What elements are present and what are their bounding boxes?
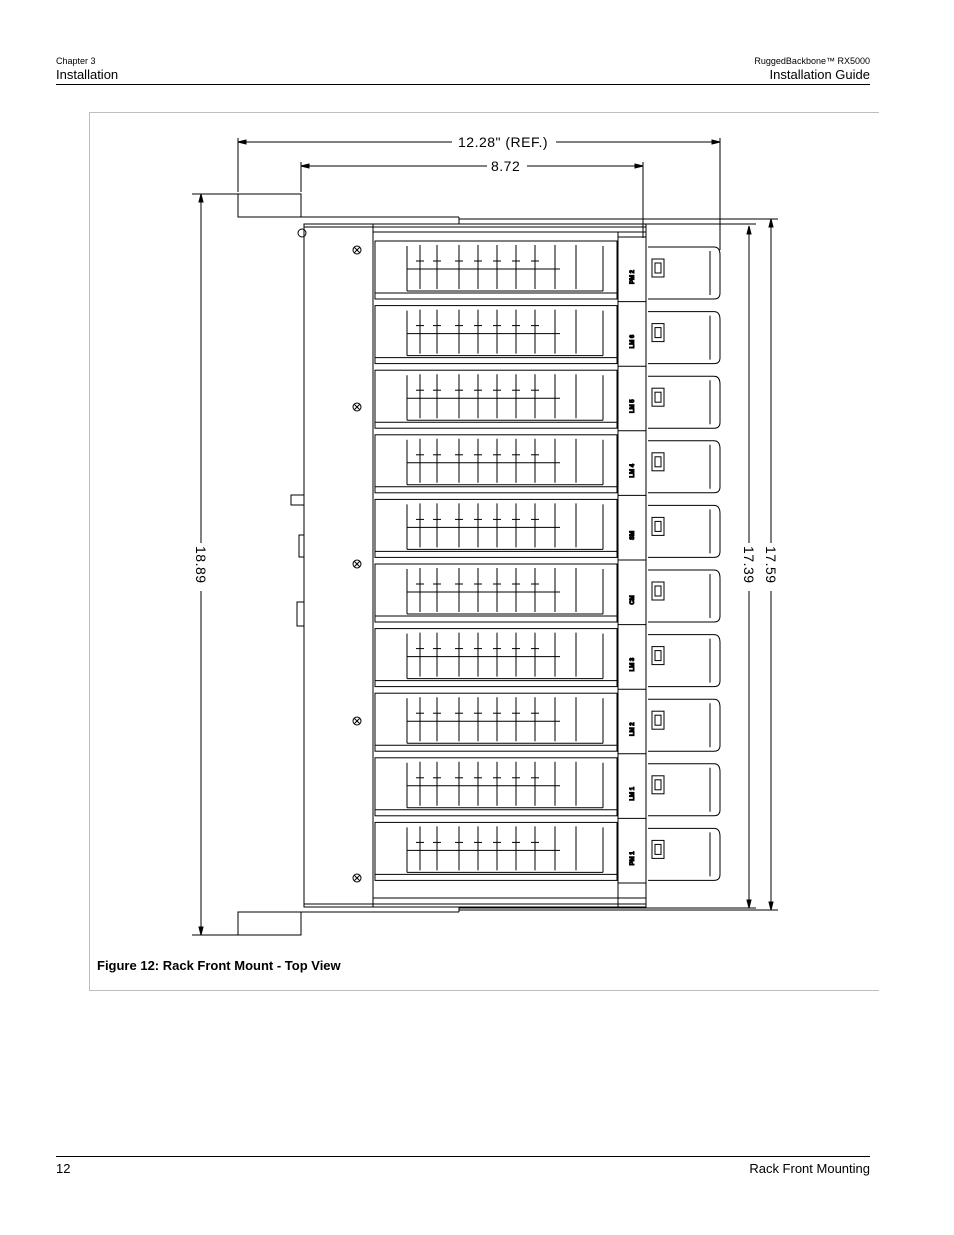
slot-label: LM 1: [630, 786, 636, 800]
header-chapter: Chapter 3: [56, 56, 96, 66]
header-guide: Installation Guide: [769, 67, 870, 82]
slot-module: LM 6: [374, 305, 721, 368]
slot-label: LM 6: [630, 334, 636, 348]
figure-caption: Figure 12: Rack Front Mount - Top View: [97, 958, 341, 973]
mount-ear-bottom: [237, 911, 302, 936]
chassis-body: [303, 223, 647, 908]
footer-rule: [56, 1156, 870, 1157]
slot-label: SM: [630, 531, 636, 540]
footer-page-number: 12: [56, 1161, 71, 1176]
header-section: Installation: [56, 67, 119, 82]
slot-module: CM: [374, 563, 721, 626]
dim-width-ref: 12.28" (REF.): [458, 134, 548, 150]
slot-module: LM 1: [374, 757, 721, 820]
screw-column: [352, 245, 362, 883]
slot-label: LM 4: [630, 463, 636, 477]
slot-module: PM 2: [374, 240, 721, 303]
header-product: RuggedBackbone™ RX5000: [754, 56, 870, 66]
footer-topic: Rack Front Mounting: [749, 1161, 870, 1176]
slot-label: CM: [630, 595, 636, 604]
slot-label: LM 3: [630, 657, 636, 671]
slot-module: SM: [374, 498, 721, 562]
figure-frame: [89, 112, 879, 991]
slot-module: LM 2: [374, 692, 721, 756]
slot-label: PM 1: [630, 851, 636, 866]
dim-inner-width: 8.72: [491, 158, 520, 174]
slot-label: LM 2: [630, 722, 636, 736]
slot-module: LM 3: [374, 628, 721, 691]
slot-module: LM 4: [374, 434, 721, 497]
slot-module: LM 5: [374, 369, 721, 433]
dim-depth-b: 17.59: [763, 546, 779, 584]
mount-ear-top: [237, 193, 302, 218]
slot-label: LM 5: [630, 399, 636, 413]
slot-label: PM 2: [630, 269, 636, 284]
dim-depth-a: 17.39: [741, 546, 757, 584]
dim-overall-depth: 18.89: [193, 546, 209, 584]
slot-module: PM 1: [374, 821, 721, 885]
header-rule: [56, 84, 870, 85]
